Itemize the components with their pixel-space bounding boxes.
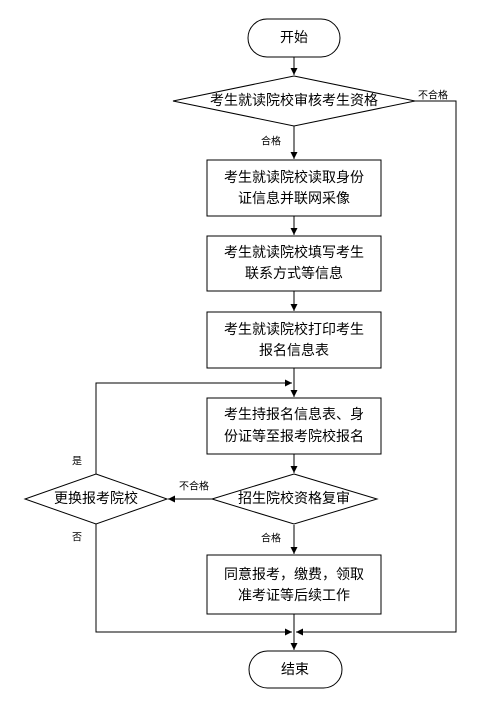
step2-process: 考生就读院校填写考生 联系方式等信息	[206, 235, 382, 292]
step2-line2: 联系方式等信息	[245, 265, 343, 282]
start-node: 开始	[247, 18, 341, 58]
step4-process: 考生持报名信息表、身 份证等至报考院校报名	[206, 397, 382, 455]
start-node-label: 开始	[280, 30, 308, 46]
edge-review1-fail-to-end	[296, 100, 457, 636]
step1-line1: 考生就读院校读取身份	[224, 169, 364, 186]
step1-process: 考生就读院校读取身份 证信息并联网采像	[206, 159, 382, 217]
step5-line2: 准考证等后续工作	[238, 587, 350, 604]
review1-decision: 考生就读院校审核考生资格	[172, 75, 416, 127]
step1-line2: 证信息并联网采像	[238, 190, 350, 207]
yes-label: 是	[72, 456, 82, 468]
review1-label: 考生就读院校审核考生资格	[210, 92, 378, 109]
step5-line1: 同意报考，缴费，领取	[224, 566, 364, 583]
edge-change-no-to-end	[95, 524, 292, 636]
pass-label-review1: 合格	[261, 135, 281, 148]
end-node-label: 结束	[281, 662, 309, 678]
change-school-label: 更换报考院校	[54, 490, 138, 507]
step3-line2: 报名信息表	[259, 342, 329, 359]
review2-decision: 招生院校资格复审	[210, 473, 379, 525]
step3-line1: 考生就读院校打印考生	[224, 321, 364, 338]
fail-label-review2: 不合格	[179, 480, 209, 493]
step4-line1: 考生持报名信息表、身	[224, 406, 364, 423]
edge-change-yes-to-step4	[95, 379, 292, 474]
no-label: 否	[72, 532, 82, 544]
step5-process: 同意报考，缴费，领取 准考证等后续工作	[206, 554, 382, 615]
fail-label-review1: 不合格	[418, 89, 448, 102]
change-school-decision: 更换报考院校	[23, 473, 169, 525]
step2-line1: 考生就读院校填写考生	[224, 244, 364, 261]
review2-label: 招生院校资格复审	[238, 490, 350, 507]
step4-line2: 份证等至报考院校报名	[224, 428, 364, 445]
step3-process: 考生就读院校打印考生 报名信息表	[206, 311, 382, 369]
pass-label-review2: 合格	[261, 532, 281, 545]
end-node: 结束	[248, 650, 343, 689]
